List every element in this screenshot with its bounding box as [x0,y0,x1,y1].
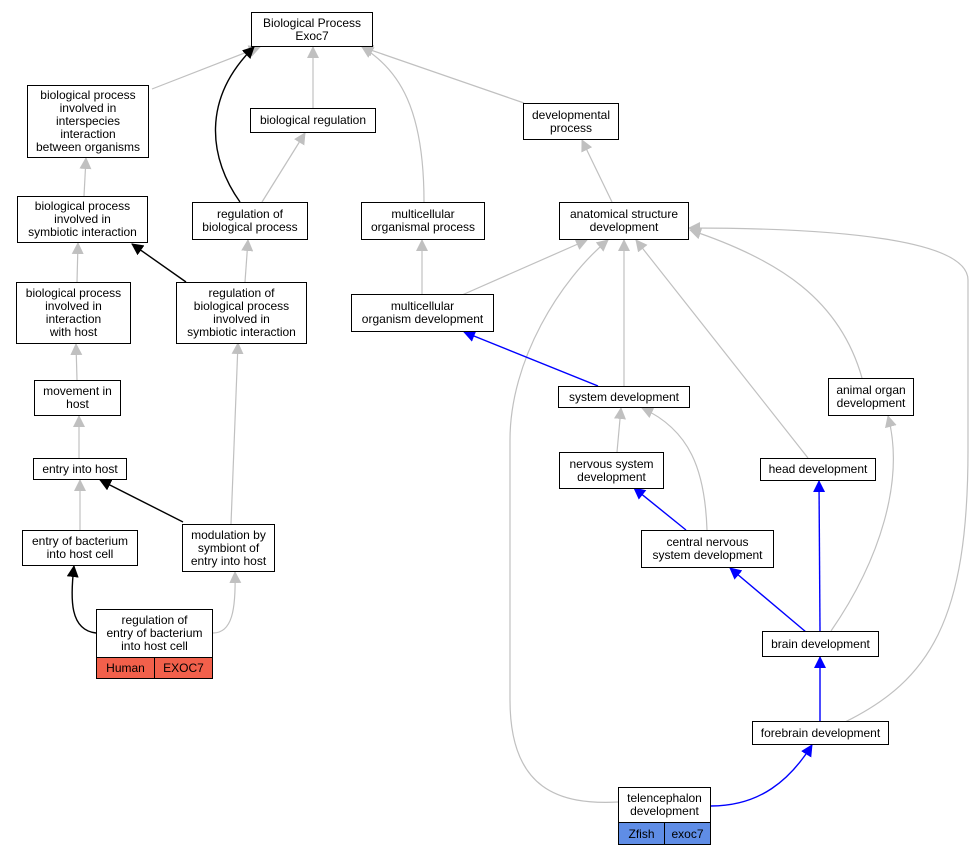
edge-regentry-modulation [212,571,242,634]
edge-head-anat [635,239,809,459]
edge-brain-cns [729,567,807,633]
edge-forebrain-anat [688,222,969,723]
node-regulation-entry-bacterium[interactable]: regulation of entry of bacterium into ho… [96,609,213,658]
edge-interspecies-root [151,45,261,90]
edge-multicellular-root [361,46,425,203]
edge-organ-anat [689,227,863,379]
gene-tag-human: EXOC7 [154,657,213,679]
edge-brain-head [813,480,826,632]
edge-movement-host [70,343,83,381]
edge-system-multidev [463,330,599,387]
node-cns-dev[interactable]: central nervous system development [641,530,774,568]
edge-cns-system [641,407,708,531]
node-regulation-bio-process[interactable]: regulation of biological process [192,202,308,240]
edge-regbio-bioreg [261,132,306,203]
edge-developmental-root [361,44,525,104]
node-nervous-system-dev[interactable]: nervous system development [559,452,664,489]
edge-cns-nervous [633,487,687,531]
edge-telen-forebrain [710,744,813,807]
edge-multidev-anat [461,238,588,296]
node-brain-dev[interactable]: brain development [762,631,879,657]
edge-host-symbiotic [71,242,84,283]
node-anatomical-dev[interactable]: anatomical structure development [559,202,689,240]
node-bp-interspecies[interactable]: biological process involved in interspec… [27,85,149,158]
node-bp-symbiotic[interactable]: biological process involved in symbiotic… [17,196,148,243]
edge-anat-developmental [581,139,613,203]
gene-tag-zfish: exoc7 [664,822,711,845]
species-tag-human: Human [96,657,155,679]
edge-regbpsymb-symbiotic [131,243,187,283]
edge-regbpsymb-regbio [241,239,254,283]
node-movement-host[interactable]: movement in host [34,380,121,416]
node-forebrain-dev[interactable]: forebrain development [752,721,889,745]
edge-telen-anat [509,239,619,803]
edge-nervous-system [614,407,626,453]
node-multicellular-dev[interactable]: multicellular organism development [351,294,494,332]
node-biological-regulation[interactable]: biological regulation [250,108,376,133]
node-head-dev[interactable]: head development [760,458,876,481]
node-entry-bacterium[interactable]: entry of bacterium into host cell [22,530,138,566]
edge-symbiotic-interspecies [79,157,92,197]
node-animal-organ-dev[interactable]: animal organ development [828,378,914,416]
node-telencephalon-dev[interactable]: telencephalon development [618,787,711,823]
edge-regentry-bacterium [66,565,97,634]
edge-regbio-root [214,46,255,203]
node-system-dev[interactable]: system development [558,386,690,408]
node-regulation-bp-symbiotic[interactable]: regulation of biological process involve… [176,282,307,344]
node-modulation-symbiont[interactable]: modulation by symbiont of entry into hos… [182,524,275,572]
edge-brain-organ [830,415,897,632]
node-entry-into-host[interactable]: entry into host [33,458,127,480]
edge-modulation-regbpsymb [230,342,244,525]
node-multicellular-process[interactable]: multicellular organismal process [361,202,485,240]
edge-modulation-entry [99,479,184,523]
node-bp-host[interactable]: biological process involved in interacti… [16,282,131,344]
species-tag-zfish: Zfish [618,822,665,845]
node-developmental-process[interactable]: developmental process [523,103,619,140]
node-root[interactable]: Biological Process Exoc7 [251,12,373,47]
